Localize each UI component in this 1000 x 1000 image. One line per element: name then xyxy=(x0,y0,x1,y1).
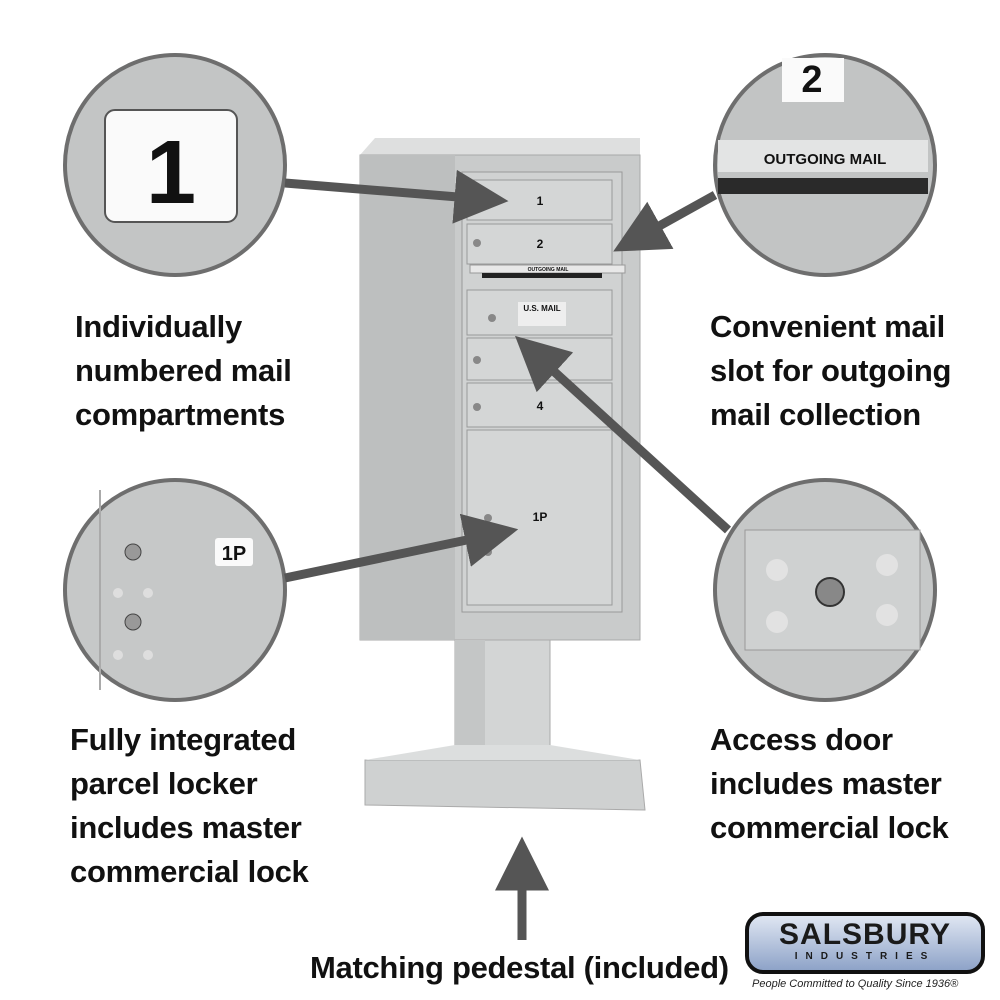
svg-text:2: 2 xyxy=(801,59,822,101)
arrow-to-slot xyxy=(613,191,718,252)
parcel-door-label: 1P xyxy=(533,510,548,524)
inset-compartment-number: 1 xyxy=(63,53,287,277)
logo-tagline: People Committed to Quality Since 1936® xyxy=(752,978,959,990)
svg-text:1P: 1P xyxy=(222,543,246,565)
door-label-4: 4 xyxy=(537,399,544,413)
arrow-to-access-door xyxy=(515,335,732,534)
inset-parcel-lock: 1P xyxy=(63,478,287,702)
inset-access-door-lock xyxy=(713,478,937,702)
door-label-2: 2 xyxy=(537,237,544,251)
door-label-1: 1 xyxy=(537,194,544,208)
access-label: U.S. MAIL xyxy=(523,304,560,313)
mailbox-unit: OUTGOING MAIL U.S. MAIL 1 2 3 4 1P xyxy=(359,138,646,811)
arrow-to-compartment xyxy=(284,169,509,224)
caption-pedestal: Matching pedestal (included) xyxy=(310,950,729,985)
arrow-to-parcel xyxy=(284,513,519,583)
salsbury-logo: SALSBURY INDUSTRIES xyxy=(745,912,985,974)
slot-label: OUTGOING MAIL xyxy=(528,267,569,273)
svg-text:OUTGOING MAIL: OUTGOING MAIL xyxy=(764,151,887,168)
inset-number-1: 1 xyxy=(146,123,196,223)
inset-outgoing-slot: 2 OUTGOING MAIL xyxy=(713,53,937,277)
